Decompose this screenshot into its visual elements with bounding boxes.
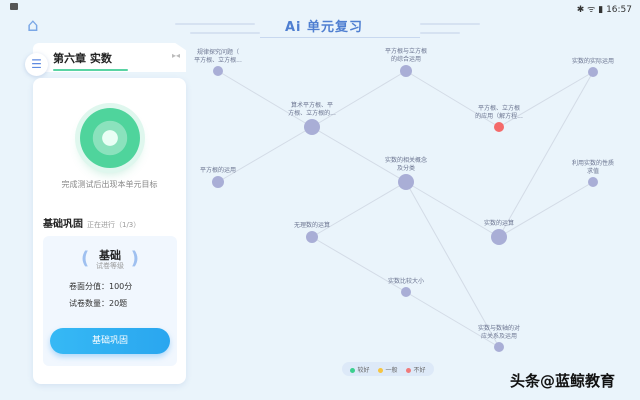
- legend-label: 较好: [357, 366, 370, 374]
- node-circle[interactable]: [588, 177, 598, 187]
- node-label: 平方根的运用: [200, 166, 236, 174]
- node-circle[interactable]: [304, 119, 320, 135]
- gallery-icon: [10, 3, 18, 10]
- node-label: 规律探究问题（: [197, 48, 239, 56]
- chapter-header: 第六章 实数 ▸◂: [33, 43, 186, 72]
- node-circle[interactable]: [401, 287, 411, 297]
- node-label: 无理数的运算: [294, 221, 330, 229]
- node-label: 实数与数轴的对: [478, 324, 520, 332]
- chapter-title: 第六章 实数: [53, 52, 112, 65]
- legend-item-ok: 一般: [378, 365, 398, 374]
- graph-node[interactable]: 实数的运算: [484, 219, 514, 245]
- status-bar: ✱ ᯤ ▮ 16:57: [0, 0, 640, 15]
- node-circle[interactable]: [212, 176, 224, 188]
- graph-node[interactable]: 平方根、立方根的应用（解方程...: [475, 104, 523, 132]
- score-info: 卷面分值：100分: [69, 282, 133, 291]
- legend-dot: [378, 367, 384, 373]
- node-label: 求值: [587, 167, 599, 175]
- node-circle[interactable]: [491, 229, 507, 245]
- count-info: 试卷数量：20题: [69, 299, 128, 308]
- collapse-icon[interactable]: ▸◂: [171, 51, 180, 60]
- graph-edge: [217, 70, 313, 128]
- graph-edge: [405, 291, 500, 348]
- section-title: 基础巩固正在进行（1/3）: [43, 215, 140, 230]
- decor-line: [420, 32, 460, 34]
- legend-dot: [406, 367, 412, 373]
- legend-item-good: 较好: [350, 365, 370, 374]
- radar-illustration: [80, 108, 140, 168]
- node-label: 平方根、立方根: [478, 104, 520, 112]
- graph-edge: [405, 181, 500, 238]
- node-label: 实数的相关概念: [385, 156, 427, 164]
- node-label: 实数的运算: [484, 219, 514, 227]
- node-circle[interactable]: [494, 122, 504, 132]
- graph-node[interactable]: 规律探究问题（平方根、立方根...: [194, 48, 242, 76]
- node-circle[interactable]: [588, 67, 598, 77]
- home-icon[interactable]: ⌂: [27, 15, 39, 36]
- legend-dot: [350, 367, 356, 373]
- clock: 16:57: [606, 5, 632, 15]
- watermark: 头条@蓝鲸教育: [510, 372, 616, 390]
- test-card: ( ) 基础 试卷等级 卷面分值：100分 试卷数量：20题 基础巩固: [43, 236, 177, 366]
- graph-edge: [498, 71, 594, 238]
- graph-edge: [405, 181, 500, 348]
- graph-edge: [405, 70, 500, 128]
- node-label: 的应用（解方程...: [475, 112, 523, 120]
- node-label: 的综合运用: [391, 55, 421, 63]
- node-label: 方根、立方根的...: [288, 109, 336, 117]
- node-label: 实数的实际运用: [572, 57, 614, 65]
- graph-node[interactable]: 无理数的运算: [294, 221, 330, 243]
- graph-node[interactable]: 算术平方根、平方根、立方根的...: [288, 101, 336, 135]
- menu-icon: ☰: [31, 57, 42, 71]
- graph-node[interactable]: 平方根的运用: [200, 166, 236, 188]
- section-progress: 正在进行（1/3）: [87, 221, 141, 229]
- graph-node[interactable]: 实数的实际运用: [572, 57, 614, 77]
- node-circle[interactable]: [494, 342, 504, 352]
- node-label: 平方根与立方根: [385, 47, 427, 55]
- graph-edge: [311, 126, 407, 183]
- graph-edge: [217, 126, 313, 183]
- page-title: Ai 单元复习: [285, 20, 364, 35]
- decor-line: [190, 32, 260, 34]
- start-test-button[interactable]: 基础巩固: [50, 328, 170, 354]
- title-frame: [260, 14, 420, 38]
- legend-item-bad: 不好: [406, 365, 426, 374]
- node-circle[interactable]: [306, 231, 318, 243]
- legend-label: 一般: [385, 366, 398, 374]
- node-label: 应关系及运用: [481, 332, 517, 340]
- graph-edge: [498, 181, 594, 238]
- legend-label: 不好: [413, 366, 426, 374]
- unit-panel: 完成测试后出现本单元目标 基础巩固正在进行（1/3） ( ) 基础 试卷等级 卷…: [33, 78, 186, 384]
- node-label: 利用实数的性质: [572, 159, 614, 167]
- legend: 较好 一般 不好: [342, 362, 434, 376]
- graph-edge: [498, 71, 594, 128]
- node-circle[interactable]: [398, 174, 414, 190]
- bracket-right-icon: ): [130, 248, 139, 269]
- menu-button[interactable]: ☰: [25, 53, 48, 76]
- decor-line: [420, 23, 480, 25]
- graph-edge: [311, 236, 407, 293]
- section-label: 基础巩固: [43, 219, 83, 230]
- chapter-progress: [53, 69, 128, 71]
- graph-node[interactable]: 实数比较大小: [388, 277, 424, 297]
- decor-line: [175, 23, 255, 25]
- node-label: 算术平方根、平: [291, 101, 333, 109]
- status-icons: ✱ ᯤ ▮: [576, 5, 607, 15]
- graph-edge: [311, 181, 407, 238]
- node-label: 实数比较大小: [388, 277, 424, 285]
- level-label: 试卷等级: [96, 262, 124, 270]
- node-label: 及分类: [397, 164, 415, 172]
- node-label: 平方根、立方根...: [194, 56, 242, 64]
- node-circle[interactable]: [400, 65, 412, 77]
- bracket-left-icon: (: [81, 248, 90, 269]
- node-circle[interactable]: [213, 66, 223, 76]
- goal-text: 完成测试后出现本单元目标: [61, 180, 158, 189]
- level-value: 基础: [99, 249, 121, 262]
- graph-edge: [311, 70, 407, 128]
